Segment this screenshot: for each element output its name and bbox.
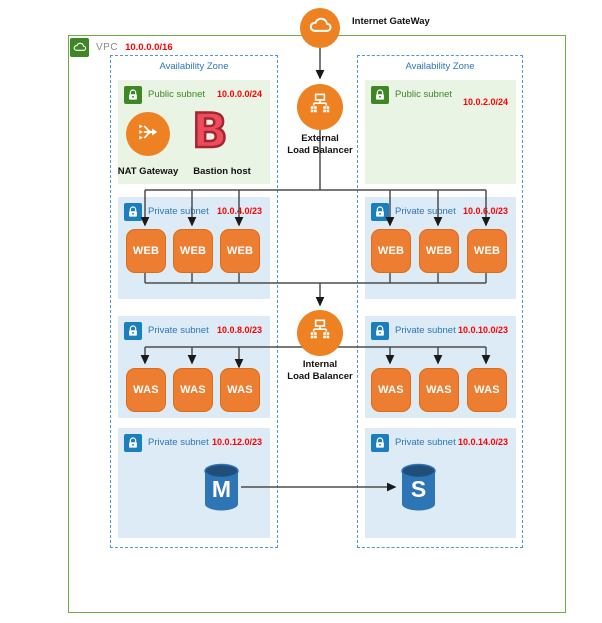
database-master-node: M (203, 463, 240, 512)
node-tree-icon (305, 316, 335, 351)
cylinder-icon (401, 463, 436, 511)
lock-icon (124, 434, 142, 452)
branch-arrows-icon (134, 118, 162, 151)
lock-icon (371, 203, 389, 221)
subnet-label: Private subnet (148, 206, 209, 217)
vpc-label: VPC (96, 41, 119, 53)
subnet-cidr: 10.0.2.0/24 (462, 97, 508, 107)
lock-icon (124, 322, 142, 340)
was-server-2-left: WAS (173, 368, 213, 412)
subnet-cidr: 10.0.8.0/23 (216, 325, 262, 335)
subnet-cidr: 10.0.0.0/24 (216, 89, 262, 99)
availability-zone-left: Availability Zone (110, 55, 278, 548)
external-lb-label-line1: External (301, 133, 339, 144)
node-tree-icon (305, 90, 335, 125)
was-server-3-left: WAS (220, 368, 260, 412)
db-master-letter: M (211, 476, 232, 502)
bastion-host-icon: B (191, 103, 229, 161)
cloud-icon (307, 13, 333, 44)
subnet-label: Private subnet (148, 437, 209, 448)
web-server-2-right: WEB (419, 229, 459, 273)
lock-icon (371, 322, 389, 340)
web-server-1-left: WEB (126, 229, 166, 273)
az-right-title: Availability Zone (405, 61, 475, 72)
subnet-label: Public subnet (395, 89, 453, 100)
internal-lb-label-line2: Load Balancer (287, 371, 353, 382)
subnet-cidr: 10.0.10.0/23 (457, 325, 508, 335)
was-server-1-right: WAS (371, 368, 411, 412)
vpc-header: VPC 10.0.0.0/16 (70, 37, 173, 57)
subnet-cidr: 10.0.14.0/23 (457, 437, 508, 447)
lock-icon (124, 203, 142, 221)
internal-lb-label-line1: Internal (302, 359, 338, 370)
external-lb-label-line2: Load Balancer (287, 145, 353, 156)
subnet-label: Private subnet (395, 437, 456, 448)
lock-icon (124, 86, 142, 104)
web-server-1-right: WEB (371, 229, 411, 273)
web-server-3-left: WEB (220, 229, 260, 273)
cloud-icon (70, 37, 89, 57)
internet-gateway-node (300, 8, 340, 48)
was-server-2-right: WAS (419, 368, 459, 412)
subnet-label: Private subnet (395, 206, 456, 217)
az-left-title: Availability Zone (159, 61, 229, 72)
subnet-label: Private subnet (395, 325, 456, 336)
db-slave-letter: S (410, 476, 427, 502)
public-subnet-right: Public subnet 10.0.2.0/24 (365, 80, 516, 184)
internal-load-balancer-node (297, 310, 343, 356)
private-subnet-db-left: Private subnet 10.0.12.0/23 (118, 428, 270, 538)
lock-icon (371, 86, 389, 104)
vpc-cidr: 10.0.0.0/16 (125, 41, 173, 53)
external-load-balancer-node (297, 84, 343, 130)
was-server-3-right: WAS (467, 368, 507, 412)
web-server-3-right: WEB (467, 229, 507, 273)
was-server-1-left: WAS (126, 368, 166, 412)
subnet-label: Public subnet (148, 89, 206, 100)
lock-icon (371, 434, 389, 452)
subnet-label: Private subnet (148, 325, 209, 336)
bastion-host-label: Bastion host (193, 166, 251, 177)
cylinder-icon (204, 463, 239, 511)
nat-gateway-node (126, 112, 170, 156)
internet-gateway-label: Internet GateWay (352, 16, 430, 27)
availability-zone-right: Availability Zone (357, 55, 523, 548)
nat-gateway-label: NAT Gateway (117, 166, 179, 177)
database-slave-node: S (400, 463, 437, 512)
web-server-2-left: WEB (173, 229, 213, 273)
subnet-cidr: 10.0.12.0/23 (211, 437, 262, 447)
